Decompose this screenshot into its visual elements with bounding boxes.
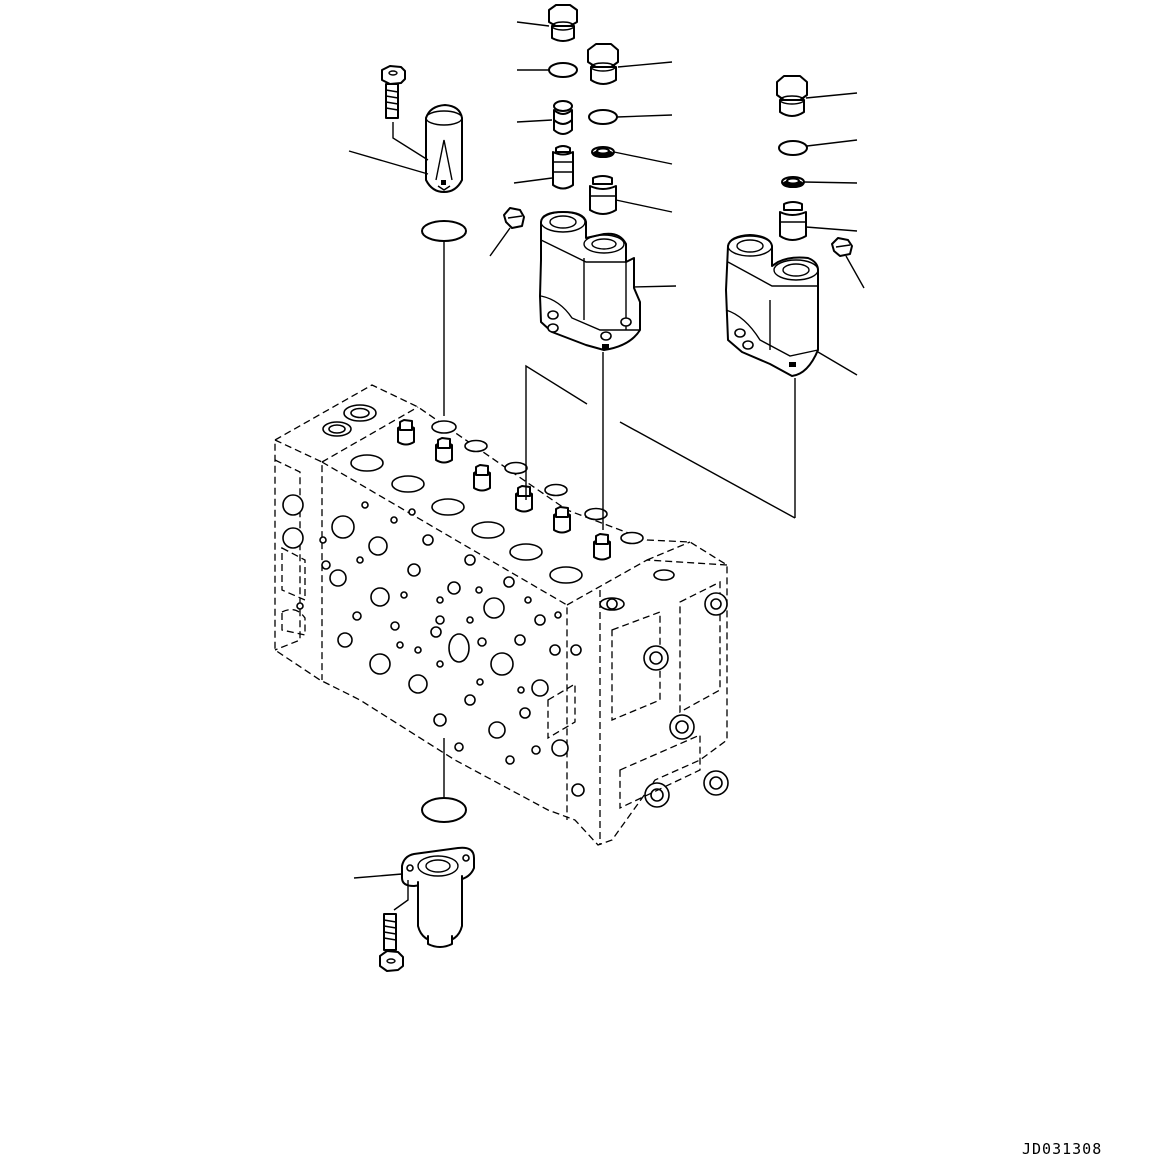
o-ring-1 [548, 62, 578, 78]
left-end-plate [281, 494, 306, 636]
right-end-section [547, 580, 729, 810]
top-plug-4 [515, 485, 533, 513]
spring-1 [553, 100, 573, 135]
plug-3 [776, 75, 808, 117]
o-ring-top-left [421, 220, 467, 242]
small-plug-right [831, 237, 853, 257]
o-ring-bottom [421, 797, 467, 823]
o-ring-2 [588, 109, 618, 125]
front-face-ports [296, 501, 562, 765]
mounting-bolt-top [381, 65, 406, 119]
top-left-valve-assembly [348, 65, 467, 797]
center-left-stack [489, 4, 677, 530]
plug-2 [587, 43, 619, 85]
center-right-stack [725, 75, 865, 518]
poppet-2 [589, 175, 617, 215]
small-plug-left [503, 207, 525, 229]
o-ring-3 [778, 140, 808, 156]
relief-valve-housing-2 [725, 234, 819, 377]
top-plug-3 [473, 464, 491, 492]
assembly-guide-lines [525, 364, 796, 519]
top-plug-1 [397, 419, 415, 446]
top-plug-6 [593, 533, 611, 561]
poppet-1 [552, 145, 574, 190]
mounting-bolt-bottom [379, 913, 404, 972]
bottom-flange-cover [401, 846, 475, 948]
control-valve-body [274, 384, 729, 846]
leader-bolt-top [392, 122, 429, 161]
top-plug-2 [435, 437, 453, 464]
drawing-id-label: JD031308 [1022, 1140, 1103, 1158]
bottom-cover-assembly [353, 797, 475, 972]
relief-valve-housing-1 [539, 211, 641, 351]
plug-1 [548, 4, 578, 42]
safety-valve-cover [425, 104, 463, 193]
backup-ring-2 [591, 146, 615, 158]
leader-valve-cover [348, 150, 429, 175]
top-plug-5 [553, 506, 571, 534]
poppet-3 [779, 201, 807, 241]
backup-ring-3 [781, 176, 805, 188]
